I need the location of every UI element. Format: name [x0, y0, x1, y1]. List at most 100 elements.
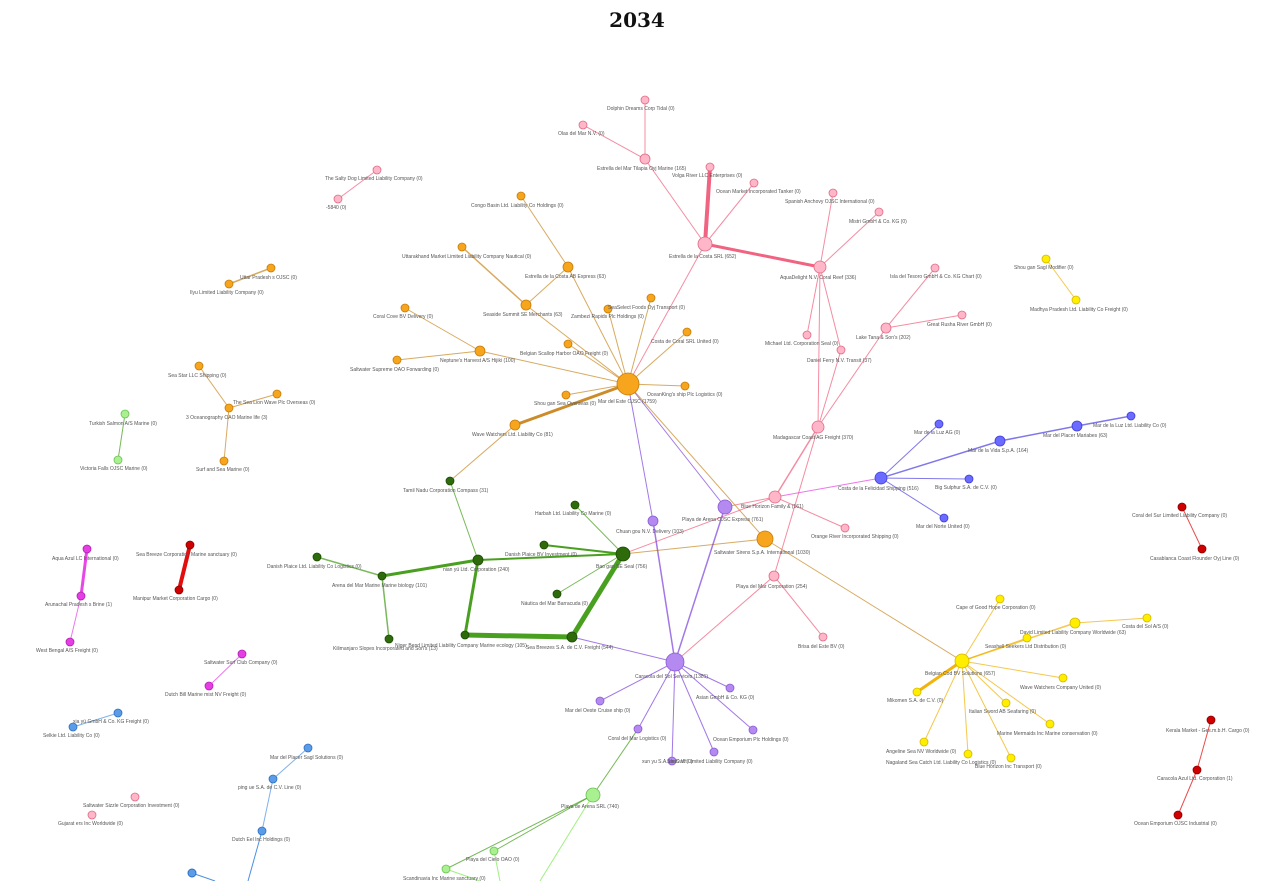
graph-node[interactable]: Saltwater Sizzle Corporation Investment …	[83, 792, 180, 809]
node-circle[interactable]	[603, 304, 613, 314]
node-circle[interactable]	[68, 722, 78, 732]
graph-node[interactable]: The Sea Lion Wave Plc Overseas (0)	[233, 389, 316, 406]
graph-node[interactable]: Ocean Emporium OJSC Industrial (0)	[1134, 810, 1217, 827]
graph-node[interactable]: Manipur Market Corporation Cargo (0)	[133, 585, 218, 602]
graph-node[interactable]: Neptune's Harvest A/S Hijiki (100)	[440, 345, 515, 364]
graph-node[interactable]: -5840 (0)	[326, 194, 347, 211]
graph-node[interactable]: Marine Mermaids Inc Marine conservation …	[997, 719, 1098, 737]
graph-node[interactable]: Saltwater Supreme OAO Forwarding (0)	[350, 355, 439, 373]
graph-node[interactable]: Michael Ltd. Corporation Seal (0)	[765, 330, 839, 347]
node-circle[interactable]	[874, 471, 888, 485]
node-circle[interactable]	[224, 403, 234, 413]
graph-node[interactable]: Big Sulphur S.A. de C.V. (0)	[935, 474, 997, 491]
graph-node[interactable]: Turkish Salmon A/S Marine (0)	[89, 409, 157, 427]
graph-node[interactable]: West Bengal A/S Freight (0)	[36, 637, 98, 654]
graph-node[interactable]: xia yü GmbH & Co. KG Freight (0)	[73, 708, 149, 725]
node-circle[interactable]	[616, 372, 640, 396]
graph-node[interactable]: Arunachal Pradesh s Brine (1)	[45, 591, 112, 608]
graph-node[interactable]: Mar del Norte United (0)	[916, 513, 970, 530]
graph-node[interactable]: Caracola Azul Ltd. Corporation (1)	[1157, 765, 1233, 782]
graph-node[interactable]: David Limited Liability Company Worldwid…	[1020, 617, 1126, 636]
graph-node[interactable]: 3 Oceanography OAO Marine life (3)	[186, 403, 268, 421]
graph-node[interactable]: Mar del Placer Sagl Solutions (0)	[270, 743, 343, 761]
graph-node[interactable]: Gujarat ers Inc Worldwide (0)	[58, 810, 123, 827]
graph-node[interactable]: Mar de la Luz AG (0)	[914, 419, 960, 436]
node-circle[interactable]	[682, 327, 692, 337]
graph-node[interactable]: Coral Cove BV Delivery (0)	[373, 303, 433, 320]
graph-node[interactable]: Cape of Good Hope Corporation (0)	[956, 594, 1036, 611]
graph-node[interactable]: Coral del Mar Logistics (0)	[608, 724, 667, 742]
graph-node[interactable]: Playa del Cielo OAO (0)	[466, 846, 520, 863]
node-circle[interactable]	[204, 681, 214, 691]
node-circle[interactable]	[489, 846, 499, 856]
node-circle[interactable]	[1126, 411, 1136, 421]
node-circle[interactable]	[811, 420, 825, 434]
graph-node[interactable]: ping ue S.A. de C.V. Line (0)	[238, 774, 302, 791]
graph-node[interactable]: Mar del Oeste Cruise ship (0)	[565, 696, 631, 714]
node-circle[interactable]	[667, 756, 677, 766]
node-circle[interactable]	[1041, 254, 1051, 264]
graph-node[interactable]: Olas del Mar N.V. (0)	[558, 120, 605, 137]
node-circle[interactable]	[174, 585, 184, 595]
node-circle[interactable]	[930, 263, 940, 273]
graph-node[interactable]: Uttarakhand Market Limited Liability Com…	[402, 242, 532, 260]
graph-node[interactable]: Saltwater Sirens S.p.A. International (1…	[714, 530, 810, 556]
graph-node[interactable]: Daniel Ferry N.V. Transit (37)	[807, 345, 872, 364]
graph-node[interactable]: nian yü Ltd. Corporation (240)	[443, 554, 510, 573]
node-circle[interactable]	[665, 652, 685, 672]
node-circle[interactable]	[552, 589, 562, 599]
node-circle[interactable]	[725, 683, 735, 693]
node-circle[interactable]	[1001, 698, 1011, 708]
graph-node[interactable]: Sea Breezes S.A. de C.V. Freight (544)	[526, 631, 613, 651]
graph-node[interactable]: Shou gan Sagl Modifier (0)	[1014, 254, 1074, 271]
node-circle[interactable]	[372, 165, 382, 175]
graph-node[interactable]: Casablanca Coast Flounder Oyj Line (0)	[1150, 544, 1240, 562]
node-circle[interactable]	[840, 523, 850, 533]
node-circle[interactable]	[303, 743, 313, 753]
node-circle[interactable]	[472, 554, 484, 566]
node-circle[interactable]	[939, 513, 949, 523]
graph-node[interactable]: Estrella de la Costa AB Express (63)	[525, 261, 606, 280]
node-circle[interactable]	[570, 500, 580, 510]
node-circle[interactable]	[113, 455, 123, 465]
node-circle[interactable]	[563, 339, 573, 349]
node-circle[interactable]	[566, 631, 578, 643]
node-circle[interactable]	[194, 361, 204, 371]
node-circle[interactable]	[268, 774, 278, 784]
graph-node[interactable]: xun yu S.A. de C.V. (0)	[642, 756, 693, 766]
node-circle[interactable]	[377, 571, 387, 581]
graph-node[interactable]: Blue Horizon Family & (161)	[741, 490, 804, 510]
node-circle[interactable]	[912, 687, 922, 697]
graph-node[interactable]: Seaside Summit SE Merchants (63)	[483, 299, 563, 318]
node-circle[interactable]	[257, 826, 267, 836]
node-circle[interactable]	[995, 594, 1005, 604]
graph-node[interactable]: Kilimanjaro Slopes Incorporated and Son'…	[333, 634, 438, 652]
node-circle[interactable]	[697, 236, 713, 252]
node-circle[interactable]	[640, 95, 650, 105]
graph-node[interactable]: Selkie Ltd. Liability Co (0)	[43, 722, 100, 739]
node-circle[interactable]	[65, 637, 75, 647]
graph-node[interactable]: Mar del Este OJSC (1759)	[598, 372, 657, 405]
graph-node[interactable]: Zambezi Rapids Plc Holdings (0)	[571, 293, 656, 320]
graph-node[interactable]: Wave Watchers Ltd. Liability Co (81)	[472, 419, 553, 438]
node-circle[interactable]	[561, 390, 571, 400]
node-circle[interactable]	[680, 381, 690, 391]
node-circle[interactable]	[441, 864, 451, 874]
graph-node[interactable]: Great Rusha River GmbH (0)	[927, 310, 992, 328]
graph-node[interactable]: Danish Plaice BV Investment (0)	[505, 540, 577, 558]
node-circle[interactable]	[957, 310, 967, 320]
graph-node[interactable]: Bao gan SE Seal (756)	[596, 546, 647, 570]
node-circle[interactable]	[748, 725, 758, 735]
node-circle[interactable]	[1177, 502, 1187, 512]
graph-node[interactable]: Saltwater Surf Club Company (0)	[204, 649, 278, 666]
node-circle[interactable]	[474, 345, 486, 357]
node-circle[interactable]	[113, 708, 123, 718]
graph-node[interactable]: Asian GmbH & Co. KG (0)	[696, 683, 755, 701]
graph-node[interactable]: Madhya Pradesh Ltd. Liability Co Freight…	[1030, 295, 1128, 313]
graph-node[interactable]: Mistri GmbH & Co. KG (0)	[849, 207, 907, 225]
graph-node[interactable]: Arena del Mar Marine Marine biology (101…	[332, 571, 427, 589]
node-circle[interactable]	[615, 546, 631, 562]
node-circle[interactable]	[1006, 753, 1016, 763]
graph-node[interactable]: Surf and Sea Marine (0)	[196, 456, 250, 473]
